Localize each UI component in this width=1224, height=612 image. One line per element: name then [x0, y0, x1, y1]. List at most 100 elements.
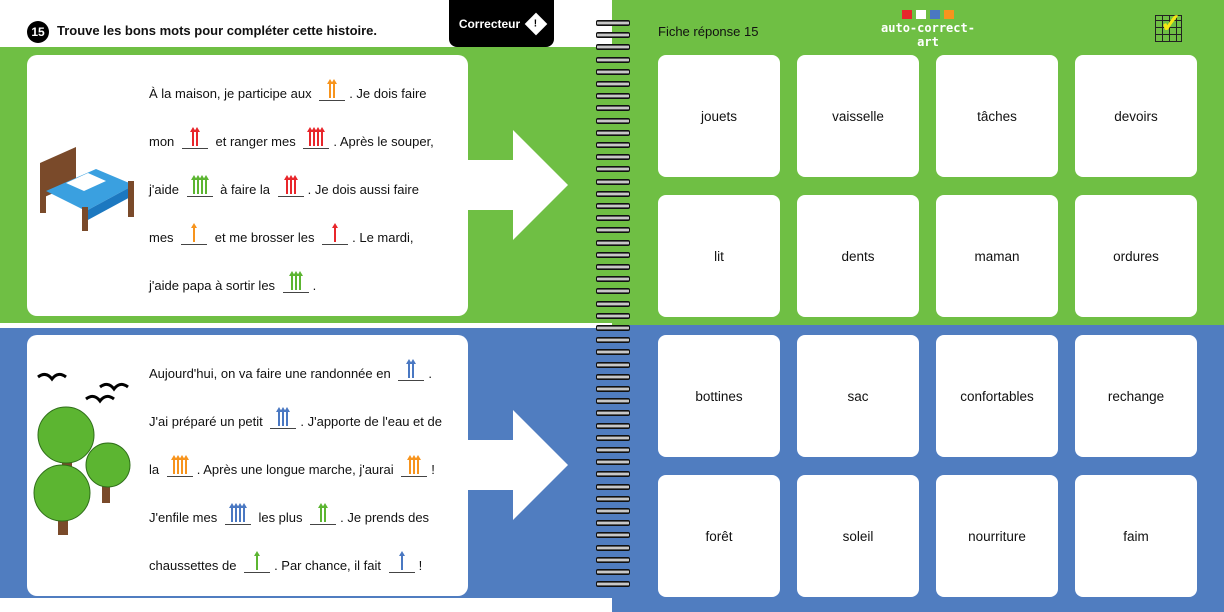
- arrow-up-icon: [287, 175, 294, 194]
- spiral-ring: [596, 178, 630, 185]
- spiral-ring: [596, 129, 630, 136]
- spiral-ring: [596, 251, 630, 258]
- spiral-ring: [596, 142, 630, 148]
- answer-card[interactable]: lit: [658, 195, 780, 317]
- arrow-up-icon: [398, 551, 405, 570]
- arrow-up-icon: [194, 175, 201, 194]
- arrow-up-icon: [198, 175, 205, 194]
- arrow-up-icon: [331, 79, 338, 98]
- spiral-ring: [596, 20, 630, 26]
- answer-blank[interactable]: [244, 551, 271, 573]
- story-text: . Je dois aussi faire: [307, 182, 419, 197]
- correcteur-label: Correcteur: [458, 16, 521, 31]
- story-text: et ranger mes: [211, 134, 300, 149]
- answer-blank[interactable]: [270, 407, 297, 429]
- arrow-up-icon: [182, 455, 189, 474]
- spiral-ring: [596, 361, 630, 368]
- answer-card[interactable]: nourriture: [936, 475, 1058, 597]
- story-line: J'enfile mes les plus . Je prends des: [149, 501, 429, 525]
- answer-blank[interactable]: [310, 503, 337, 525]
- spiral-ring: [596, 337, 630, 344]
- arrow-up-icon: [410, 359, 417, 378]
- answer-card[interactable]: jouets: [658, 55, 780, 177]
- answer-blank[interactable]: [166, 455, 193, 477]
- arrow-up-icon: [291, 175, 298, 194]
- story-line: mes et me brosser les . Le mardi,: [149, 221, 414, 245]
- answer-card[interactable]: dents: [797, 195, 919, 317]
- story-text: !: [418, 558, 423, 573]
- answer-blank[interactable]: [224, 503, 251, 525]
- answer-blank[interactable]: [282, 271, 309, 293]
- answer-card[interactable]: confortables: [936, 335, 1058, 457]
- answer-blank[interactable]: [277, 175, 304, 197]
- story-text: les plus: [254, 510, 307, 525]
- answer-card[interactable]: vaisselle: [797, 55, 919, 177]
- story-text: À la maison, je participe aux: [149, 86, 316, 101]
- spiral-ring: [596, 508, 630, 514]
- spiral-ring: [596, 166, 630, 173]
- answer-card[interactable]: bottines: [658, 335, 780, 457]
- answer-blank[interactable]: [401, 455, 428, 477]
- spiral-ring: [596, 312, 630, 319]
- arrow-up-icon: [228, 503, 235, 522]
- arrow-up-icon: [307, 127, 314, 146]
- story-line: la . Après une longue marche, j'aurai !: [149, 453, 435, 477]
- answer-card[interactable]: sac: [797, 335, 919, 457]
- spiral-ring: [596, 239, 630, 246]
- arrow-up-icon: [170, 455, 177, 474]
- answer-card[interactable]: devoirs: [1075, 55, 1197, 177]
- story-line: mon et ranger mes . Après le souper,: [149, 125, 434, 149]
- story-text: . Après une longue marche, j'aurai: [196, 462, 398, 477]
- story-text: j'aide papa à sortir les: [149, 278, 279, 293]
- spiral-ring: [596, 422, 630, 429]
- spiral-ring: [596, 447, 630, 453]
- spiral-ring: [596, 81, 630, 87]
- arrow-up-icon: [202, 175, 209, 194]
- checkmark-grid-icon: ✓: [1155, 8, 1182, 42]
- story-text: j'aide: [149, 182, 183, 197]
- brand-logo: auto-correct-art: [872, 10, 984, 49]
- answer-blank[interactable]: [181, 127, 208, 149]
- answer-card[interactable]: tâches: [936, 55, 1058, 177]
- arrow-up-icon: [406, 359, 413, 378]
- arrow-up-icon: [254, 551, 261, 570]
- answer-blank[interactable]: [303, 127, 330, 149]
- answer-blank[interactable]: [181, 223, 208, 245]
- arrow-up-icon: [190, 175, 197, 194]
- answer-blank[interactable]: [186, 175, 213, 197]
- spiral-ring: [596, 581, 630, 588]
- arrow-up-icon: [240, 503, 247, 522]
- answer-blank[interactable]: [319, 79, 346, 101]
- spiral-ring: [596, 215, 630, 222]
- spiral-ring: [596, 32, 630, 39]
- arrow-up-icon: [236, 503, 243, 522]
- spiral-ring: [596, 227, 630, 234]
- answer-blank[interactable]: [388, 551, 415, 573]
- correcteur-tab[interactable]: Correcteur !: [449, 0, 554, 47]
- answer-card[interactable]: faim: [1075, 475, 1197, 597]
- story-text: . Le mardi,: [352, 230, 414, 245]
- story-text: Aujourd'hui, on va faire une randonnée e…: [149, 366, 395, 381]
- spiral-ring: [596, 117, 630, 124]
- arrow-up-icon: [193, 127, 200, 146]
- spiral-ring: [596, 300, 630, 307]
- arrow-up-icon: [332, 223, 339, 242]
- answer-card[interactable]: soleil: [797, 475, 919, 597]
- story-text: . Après le souper,: [333, 134, 434, 149]
- spiral-ring: [596, 495, 630, 502]
- answer-blank[interactable]: [398, 359, 425, 381]
- arrow-up-icon: [322, 503, 329, 522]
- arrow-up-icon: [288, 271, 295, 290]
- arrow-up-icon: [280, 407, 287, 426]
- exercise-number: 15: [27, 21, 49, 43]
- spiral-ring: [596, 544, 630, 551]
- answer-blank[interactable]: [322, 223, 349, 245]
- answer-card[interactable]: forêt: [658, 475, 780, 597]
- arrow-up-icon: [318, 503, 325, 522]
- story-text: .: [428, 366, 432, 381]
- answer-card[interactable]: ordures: [1075, 195, 1197, 317]
- answer-card[interactable]: maman: [936, 195, 1058, 317]
- arrow-up-icon: [189, 127, 196, 146]
- trees-birds-icon: [33, 372, 131, 535]
- answer-card[interactable]: rechange: [1075, 335, 1197, 457]
